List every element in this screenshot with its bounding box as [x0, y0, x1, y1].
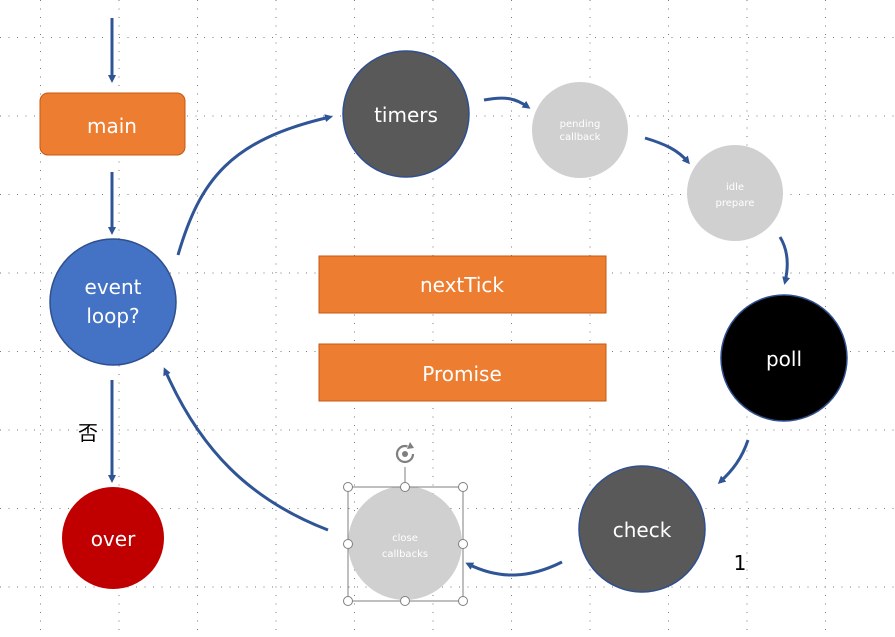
event-loop-circle[interactable]	[49, 238, 177, 366]
timers-label: timers	[374, 103, 438, 127]
arrow-check-to-close	[465, 560, 563, 577]
check-circle[interactable]	[578, 465, 706, 593]
rotate-handle-icon[interactable]	[395, 442, 415, 464]
idle-circle[interactable]	[687, 145, 783, 241]
timers-circle[interactable]	[342, 50, 470, 178]
close-label-2: callbacks	[382, 549, 428, 560]
main-label: main	[87, 114, 137, 138]
event-loop-label-1: event	[85, 275, 142, 299]
arrow-timers-to-pending	[483, 96, 531, 109]
nexttick-label: nextTick	[420, 273, 504, 297]
arrow-idle-to-poll	[778, 236, 791, 285]
check-label: check	[613, 518, 672, 542]
close-label-1: close	[392, 533, 418, 544]
pending-label-1: pending	[560, 119, 601, 130]
pending-label-2: callback	[560, 132, 601, 143]
idle-label-1: idle	[726, 182, 744, 193]
nexttick-box[interactable]	[318, 255, 607, 314]
arrow-poll-to-check	[717, 439, 750, 485]
arrow-event-loop-to-timers	[176, 114, 333, 256]
arrow-close-to-event-loop	[163, 367, 329, 532]
over-label: over	[91, 527, 136, 551]
poll-label: poll	[766, 347, 802, 371]
event-loop-label-2: loop?	[86, 304, 139, 328]
promise-box[interactable]	[318, 343, 607, 402]
idle-label-2: prepare	[716, 198, 755, 209]
no-label: 否	[78, 421, 98, 445]
close-circle[interactable]	[348, 486, 462, 600]
promise-label: Promise	[422, 362, 502, 386]
arrow-pending-to-idle	[644, 136, 690, 165]
one-label: 1	[734, 551, 747, 575]
selection-frame[interactable]	[343, 467, 468, 606]
poll-circle[interactable]	[720, 294, 848, 422]
pending-circle[interactable]	[532, 82, 628, 178]
main-box[interactable]	[39, 92, 186, 156]
over-circle[interactable]	[62, 487, 164, 589]
